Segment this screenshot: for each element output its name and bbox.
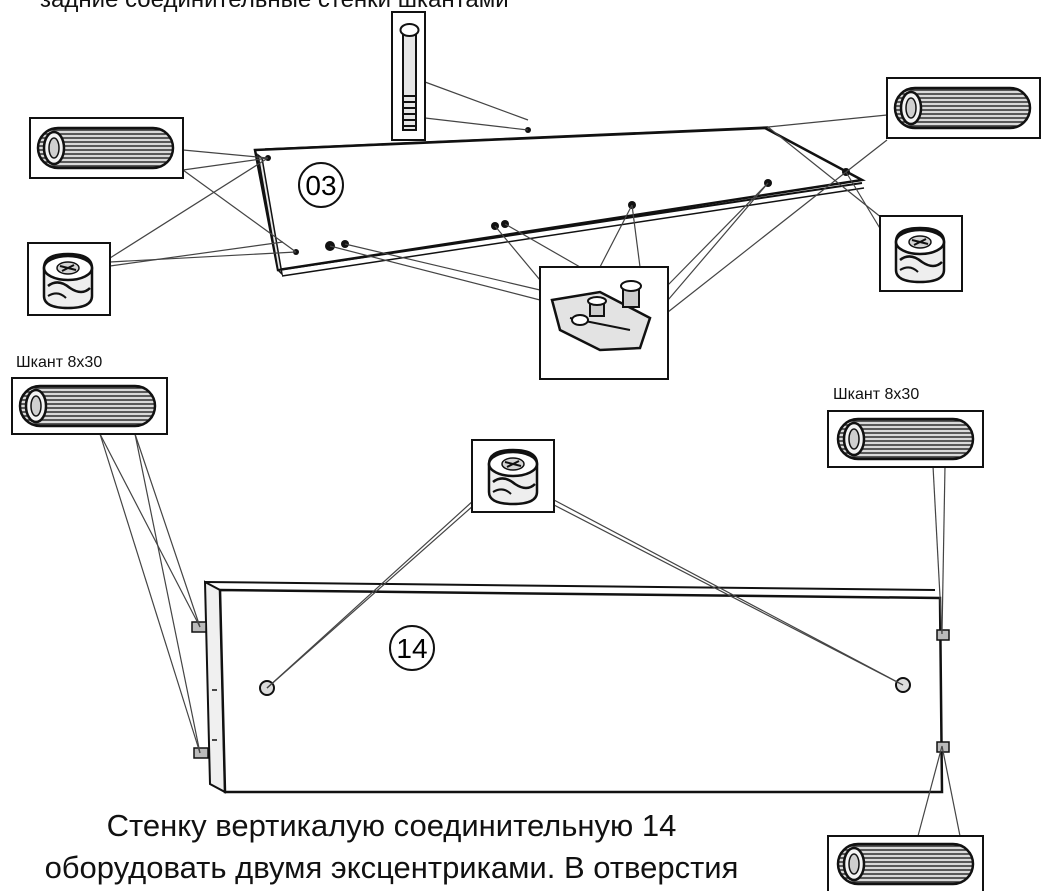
dowel-box-bottom-right xyxy=(827,410,984,468)
top-caption: задние соединительные стенки шкантами xyxy=(40,0,509,14)
dowel-label-right: Шкант 8х30 xyxy=(833,386,920,403)
dowel-box-top-right xyxy=(886,77,1041,139)
dowel-box-bottom-right-lower xyxy=(827,835,984,891)
dowel-box-top-left xyxy=(29,117,184,179)
panel-03-number-circle xyxy=(298,162,344,208)
cam-box-top-left xyxy=(27,242,111,316)
caption-line-1: Стенку вертикалую соединительную 14 xyxy=(106,808,677,843)
dowel-label-left: Шкант 8х30 xyxy=(16,354,103,371)
cam-box-top-right xyxy=(879,215,963,292)
panel-03-number: 03 xyxy=(305,170,336,201)
leader-lines-bottom xyxy=(99,433,961,837)
cam-box-bottom xyxy=(471,439,555,513)
dowel-box-bottom-left xyxy=(11,377,168,435)
panel-14-number: 14 xyxy=(396,633,427,664)
screw-box-top xyxy=(391,11,426,141)
panel-14-number-circle xyxy=(389,625,435,671)
hinge-box xyxy=(539,266,669,380)
panel-03 xyxy=(253,126,866,277)
leader-lines-top xyxy=(109,81,888,313)
panel-14 xyxy=(191,580,950,794)
caption-line-2: оборудовать двумя эксцентриками. В отвер… xyxy=(44,850,739,885)
